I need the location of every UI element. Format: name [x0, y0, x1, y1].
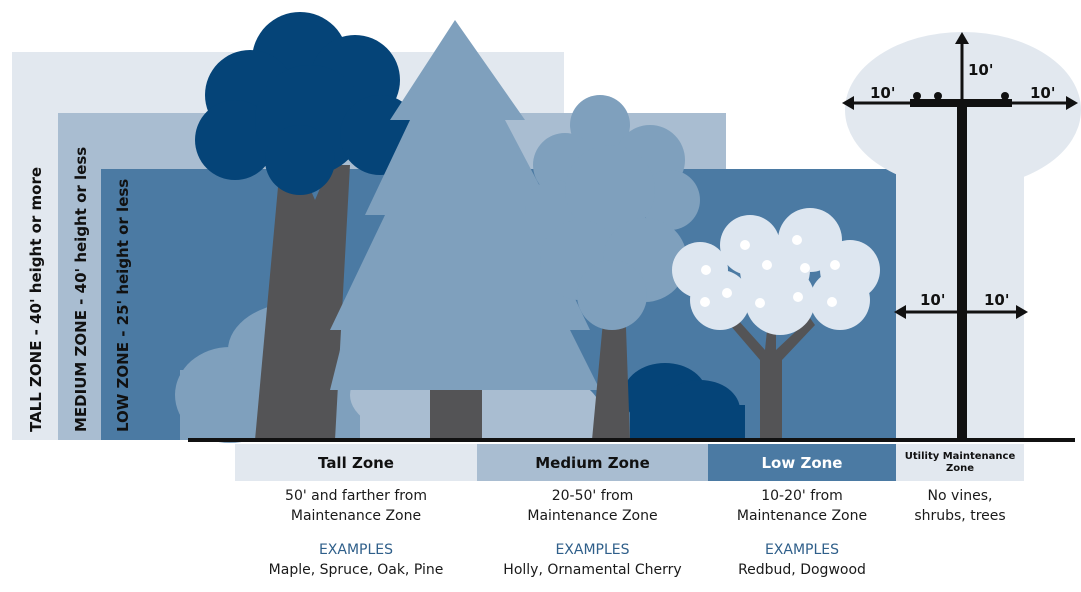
low-zone-details: 10-20' from Maintenance Zone EXAMPLES Re…	[703, 486, 901, 580]
tall-zone-distance-line1: 50' and farther from	[285, 488, 427, 504]
low-zone-examples: Redbud, Dogwood	[738, 562, 866, 578]
medium-zone-distance-line1: 20-50' from	[551, 488, 634, 504]
clearance-lower-left-label: 10'	[920, 291, 945, 309]
tall-zone-header: Tall Zone	[235, 444, 477, 481]
spruce-tree	[330, 20, 600, 440]
tall-zone-details: 50' and farther from Maintenance Zone EX…	[230, 486, 482, 580]
medium-zone-distance-line2: Maintenance Zone	[527, 508, 658, 524]
clearance-top-label: 10'	[968, 61, 993, 79]
utility-zone-title-line2: Zone	[945, 462, 975, 474]
tall-zone-examples: Maple, Spruce, Oak, Pine	[268, 562, 444, 578]
medium-zone-header: Medium Zone	[477, 444, 708, 481]
medium-zone-vertical-label: MEDIUM ZONE - 40' height or less	[72, 147, 90, 432]
clearance-upper-right-label: 10'	[1030, 84, 1055, 102]
low-zone-header: Low Zone	[708, 444, 896, 481]
utility-zone-line1: No vines,	[927, 488, 993, 504]
clearance-upper-left-label: 10'	[870, 84, 895, 102]
medium-zone-examples-heading: EXAMPLES	[555, 542, 630, 558]
utility-zone-title-line1: Utility Maintenance	[904, 450, 1016, 462]
clearance-arrows	[842, 32, 1078, 319]
utility-zone-header: Utility Maintenance Zone	[896, 444, 1024, 481]
utility-zone-details: No vines, shrubs, trees	[896, 486, 1024, 526]
medium-tree	[525, 95, 700, 440]
tall-zone-title: Tall Zone	[318, 453, 394, 472]
shrub-dark	[623, 363, 745, 440]
medium-zone-examples: Holly, Ornamental Cherry	[503, 562, 682, 578]
clearance-lower-right-label: 10'	[984, 291, 1009, 309]
tall-zone-distance-line2: Maintenance Zone	[290, 508, 422, 524]
low-zone-examples-heading: EXAMPLES	[764, 542, 840, 558]
flowering-tree	[672, 208, 880, 440]
low-zone-distance-line2: Maintenance Zone	[736, 508, 868, 524]
utility-zone-line2: shrubs, trees	[914, 508, 1006, 524]
low-zone-distance-line1: 10-20' from	[761, 488, 843, 504]
low-zone-title: Low Zone	[761, 453, 843, 472]
tall-zone-vertical-label: TALL ZONE - 40' height or more	[27, 167, 45, 432]
tall-zone-examples-heading: EXAMPLES	[318, 542, 394, 558]
low-zone-vertical-label: LOW ZONE - 25' height or less	[114, 179, 132, 432]
medium-zone-details: 20-50' from Maintenance Zone EXAMPLES Ho…	[472, 486, 713, 580]
oak-trunk	[255, 165, 350, 440]
medium-zone-title: Medium Zone	[535, 453, 650, 472]
